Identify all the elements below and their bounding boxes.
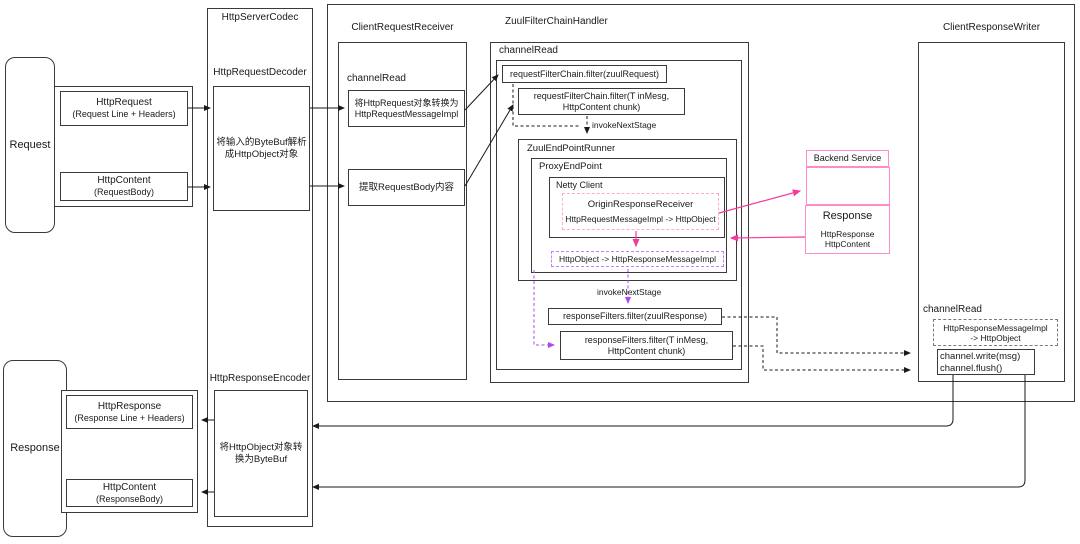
- channel-write-line2: channel.flush(): [940, 362, 1003, 374]
- response-label: Response: [10, 442, 60, 454]
- http-request-subtitle: (Request Line + Headers): [72, 109, 176, 119]
- response-filter1-box: responseFilters.filter(zuulResponse): [548, 308, 722, 325]
- receiver-channelread-label: channelRead: [347, 73, 406, 84]
- backend-service-title: Backend Service: [813, 153, 882, 163]
- writer-convert-box: HttpResponseMessageImpl -> HttpObject: [933, 319, 1058, 346]
- client-request-receiver-title: ClientRequestReceiver: [351, 22, 454, 33]
- convert-text-line2: HttpRequestMessageImpl: [354, 108, 459, 119]
- httpobject-convert-box: HttpObject -> HttpResponseMessageImpl: [551, 251, 724, 267]
- http-request-title: HttpRequest: [96, 97, 152, 108]
- netty-client-title: Netty Client: [556, 180, 603, 190]
- writer-convert-line1: HttpResponseMessageImpl: [943, 322, 1048, 333]
- http-content-response-box: HttpContent (ResponseBody): [66, 479, 193, 507]
- extract-requestbody-box: 提取RequestBody内容: [348, 169, 465, 206]
- client-response-writer-title: ClientResponseWriter: [942, 22, 1041, 33]
- zuul-channelread-label: channelRead: [499, 45, 558, 56]
- zuul-endpoint-runner-title: ZuulEndPointRunner: [527, 143, 616, 154]
- backend-response-line2: HttpContent: [824, 239, 871, 249]
- request-filter1-box: requestFilterChain.filter(zuulRequest): [502, 65, 667, 83]
- convert-httprequest-box: 将HttpRequest对象转换为 HttpRequestMessageImpl: [348, 90, 465, 127]
- request-filter2-line1: requestFilterChain.filter(T inMesg,: [533, 90, 670, 101]
- http-content-subtitle: (RequestBody): [93, 187, 155, 197]
- encoder-text-line2: 换为ByteBuf: [234, 453, 288, 465]
- backend-response-title: Response: [822, 210, 873, 222]
- decoder-text-line1: 将输入的ByteBuf解析: [216, 137, 307, 148]
- http-response-subtitle: (Response Line + Headers): [74, 412, 185, 423]
- http-response-title: HttpResponse: [97, 400, 162, 412]
- origin-response-receiver-box: OriginResponseReceiver HttpRequestMessag…: [562, 193, 719, 230]
- channel-write-line1: channel.write(msg): [940, 351, 1021, 362]
- decoder-text-line2: 成HttpObject对象: [224, 148, 299, 160]
- invoke-next-stage-label-1: invokeNextStage: [592, 120, 657, 130]
- zuul-filter-chain-title: ZuulFilterChainHandler: [505, 16, 608, 27]
- response-filter2-line1: responseFilters.filter(T inMesg,: [584, 334, 709, 345]
- channel-write-box: channel.write(msg) channel.flush(): [937, 349, 1035, 375]
- backend-response-box: Response HttpResponse HttpContent: [805, 205, 890, 254]
- request-filter1-text: requestFilterChain.filter(zuulRequest): [509, 68, 660, 79]
- response-filter2-box: responseFilters.filter(T inMesg, HttpCon…: [560, 331, 733, 360]
- backend-response-line1: HttpResponse: [820, 229, 875, 239]
- request-filter2-box: requestFilterChain.filter(T inMesg, Http…: [518, 88, 685, 115]
- request-label: Request: [9, 138, 51, 151]
- origin-response-receiver-title: OriginResponseReceiver: [587, 199, 694, 211]
- http-response-encoder-box: 将HttpObject对象转 换为ByteBuf: [214, 390, 308, 517]
- httpobject-convert-text: HttpObject -> HttpResponseMessageImpl: [558, 254, 717, 264]
- http-request-decoder-title: HttpRequestDecoder: [213, 67, 307, 78]
- request-node: Request: [5, 57, 55, 233]
- writer-channelread-label: channelRead: [923, 304, 982, 315]
- http-request-box: HttpRequest (Request Line + Headers): [60, 91, 188, 126]
- http-response-encoder-title: HttpResponseEncoder: [209, 373, 311, 384]
- backend-service-body-box: [806, 167, 890, 205]
- http-content-title: HttpContent: [97, 175, 151, 186]
- backend-service-title-box: Backend Service: [806, 150, 889, 167]
- response-node: Response: [3, 360, 67, 537]
- extract-text: 提取RequestBody内容: [358, 181, 455, 193]
- response-filter1-text: responseFilters.filter(zuulResponse): [562, 311, 708, 321]
- proxy-endpoint-title: ProxyEndPoint: [539, 161, 602, 172]
- http-content-box: HttpContent (RequestBody): [60, 172, 188, 201]
- http-server-codec-title: HttpServerCodec: [221, 12, 299, 23]
- http-content-response-subtitle: (ResponseBody): [95, 493, 164, 504]
- encoder-text-line1: 将HttpObject对象转: [219, 442, 303, 453]
- invoke-next-stage-label-2: invokeNextStage: [597, 287, 662, 297]
- http-response-box: HttpResponse (Response Line + Headers): [66, 395, 193, 429]
- request-filter2-line2: HttpContent chunk): [562, 101, 641, 112]
- writer-convert-line2: -> HttpObject: [970, 332, 1021, 343]
- response-filter2-line2: HttpContent chunk): [607, 345, 686, 356]
- http-request-decoder-box: 将输入的ByteBuf解析 成HttpObject对象: [213, 86, 310, 211]
- origin-response-receiver-subtitle: HttpRequestMessageImpl -> HttpObject: [565, 213, 716, 224]
- convert-text-line1: 将HttpRequest对象转换为: [354, 97, 459, 108]
- http-content-response-title: HttpContent: [102, 481, 157, 493]
